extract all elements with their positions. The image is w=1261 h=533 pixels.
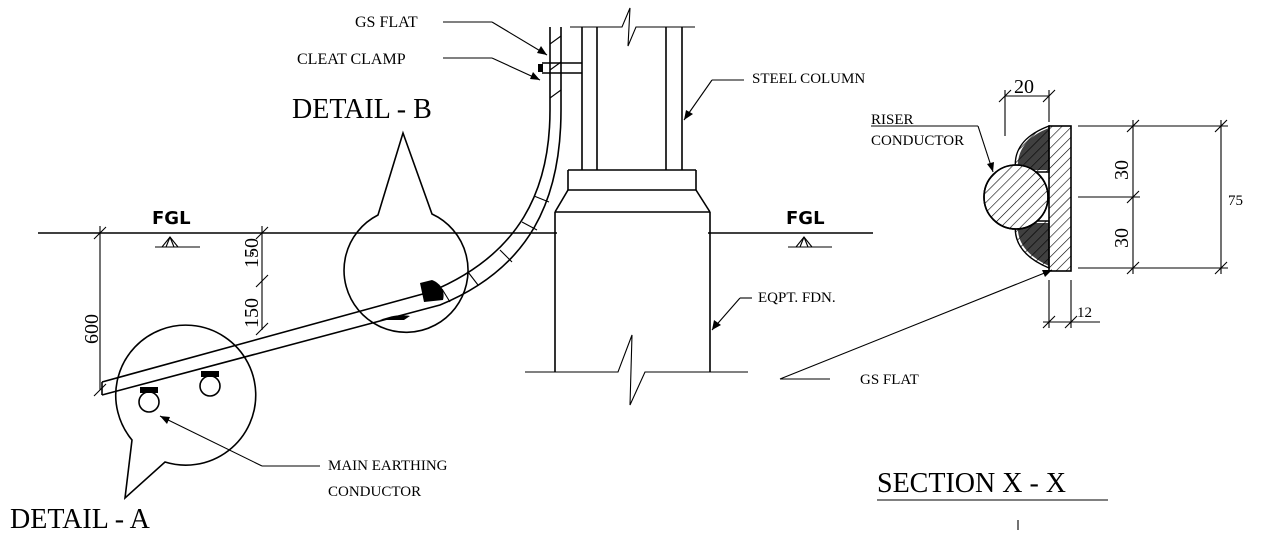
depth-dimension-150-150 <box>255 226 269 336</box>
dimension-150-lower: 150 <box>241 298 263 328</box>
detail-b-callout-bubble <box>343 130 469 334</box>
detail-b-label: DETAIL - B <box>292 94 432 125</box>
main-earthing-conductors <box>138 371 221 413</box>
eqpt-fdn-label: EQPT. FDN. <box>758 290 836 306</box>
equipment-foundation <box>525 169 748 406</box>
dimension-30-lower: 30 <box>1111 228 1133 248</box>
gs-flat-label-top: GS FLAT <box>355 14 418 31</box>
section-dimension-12 <box>1042 280 1100 329</box>
main-earthing-label-line1: MAIN EARTHING <box>328 458 448 474</box>
dimension-600: 600 <box>81 314 103 344</box>
depth-dimension-600 <box>93 226 107 397</box>
steel-column-leader <box>683 79 744 121</box>
fgl-label-right: FGL <box>786 208 825 229</box>
eqpt-fdn-leader <box>711 297 752 331</box>
section-dimension-75 <box>1140 119 1228 275</box>
section-xx-riser-conductor <box>983 164 1049 230</box>
section-xx-weld <box>1014 124 1050 270</box>
gs-flat-riser <box>549 27 562 110</box>
cleat-clamp-label: CLEAT CLAMP <box>297 51 406 68</box>
dimension-75: 75 <box>1228 193 1243 209</box>
section-xx-flat <box>1048 125 1072 272</box>
cleat-clamp <box>538 62 582 74</box>
riser-conductor-leader <box>871 125 994 173</box>
section-title: SECTION X - X <box>877 468 1066 499</box>
cleat-clamp-leader <box>443 57 541 81</box>
riser-conductor-label-line1: RISER <box>871 112 914 128</box>
dimension-150-upper: 150 <box>241 238 263 268</box>
main-earthing-leader <box>159 415 320 467</box>
svg-text:,: , <box>250 237 255 259</box>
section-dimension-20 <box>998 89 1056 136</box>
riser-conductor-label-line2: CONDUCTOR <box>871 133 964 149</box>
section-dimension-30-30 <box>1078 119 1140 275</box>
detail-a-label: DETAIL - A <box>10 504 151 533</box>
gs-flat-bottom-leader <box>779 269 1053 380</box>
fgl-symbol-right <box>788 236 832 248</box>
main-earthing-label-line2: CONDUCTOR <box>328 484 421 500</box>
dimension-12: 12 <box>1077 305 1092 321</box>
fgl-symbol-left <box>155 236 200 248</box>
steel-column <box>570 7 695 170</box>
gs-flat-top-leader <box>443 21 548 56</box>
steel-column-label: STEEL COLUMN <box>752 71 865 87</box>
dimension-20: 20 <box>1014 76 1034 98</box>
detail-a-callout-bubble <box>114 324 257 501</box>
dimension-30-upper: 30 <box>1111 160 1133 180</box>
fgl-label-left: FGL <box>152 208 191 229</box>
riser-conductor-bend <box>101 109 562 396</box>
gs-flat-label-bottom: GS FLAT <box>860 372 919 388</box>
